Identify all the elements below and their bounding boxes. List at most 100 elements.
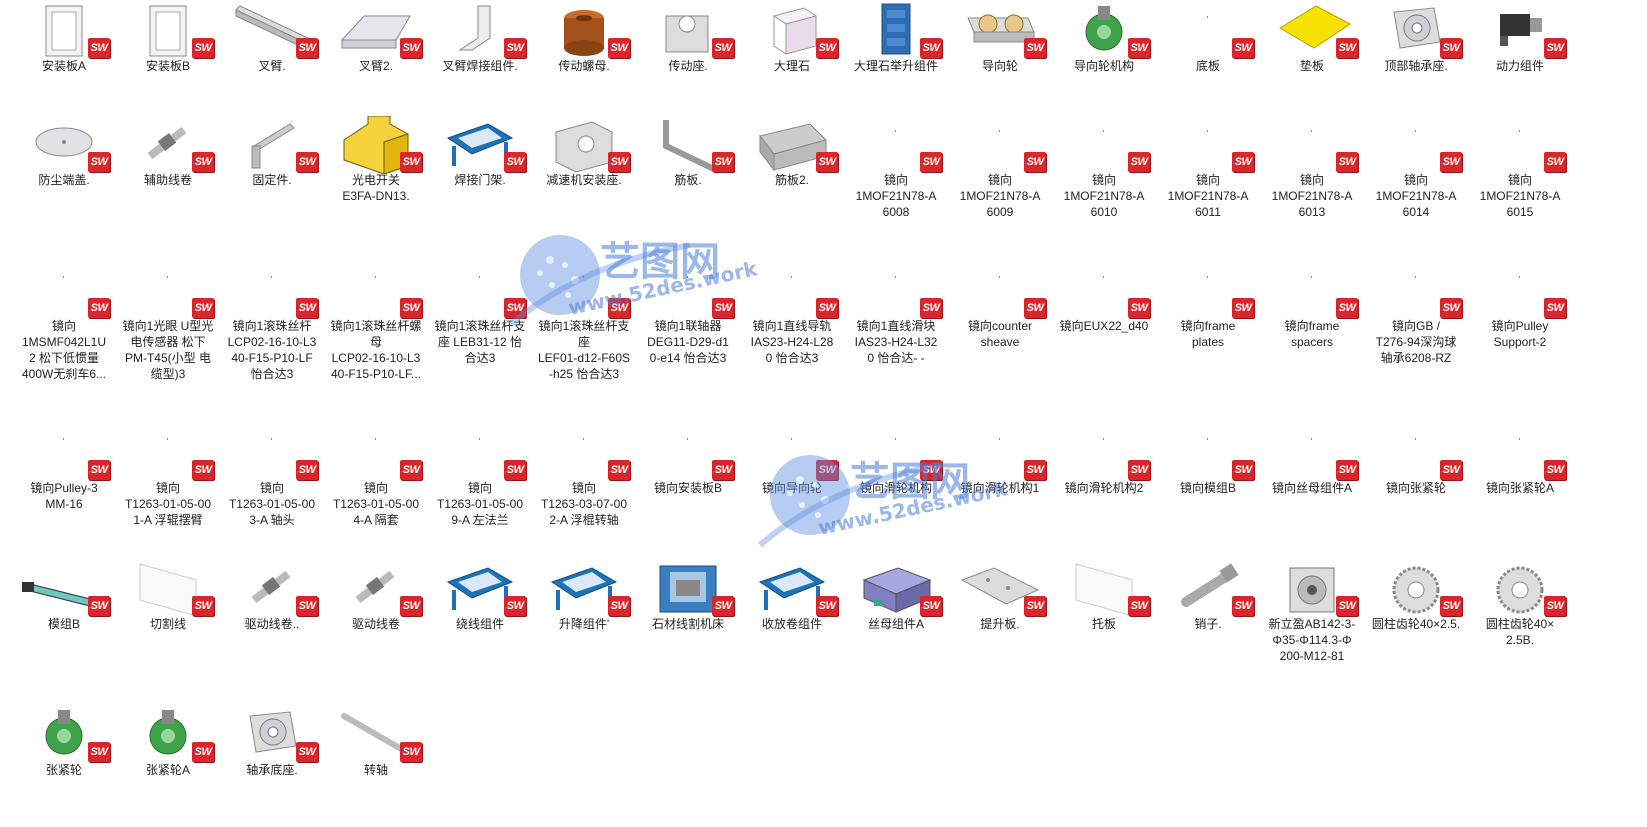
empty-thumb (646, 424, 730, 482)
solidworks-badge-icon: SW (1336, 38, 1358, 58)
file-label: 镜向滑轮机构2 (1064, 481, 1144, 495)
file-label: 镜向 1MOF21N78-A 6014 (1375, 173, 1457, 219)
file-label: 切割线 (149, 617, 186, 631)
file-label: 镜向counter sheave (967, 319, 1033, 349)
empty-thumb (1270, 262, 1354, 320)
empty-thumb (334, 262, 418, 320)
disc-thumb (22, 116, 106, 174)
file-label: 镜向frame plates (1180, 319, 1236, 349)
file-label: 固定件. (252, 173, 292, 187)
file-label: 镜向 1MOF21N78-A 6010 (1063, 173, 1145, 219)
solidworks-badge-icon: SW (400, 596, 422, 616)
file-label: 轴承底座. (246, 763, 298, 777)
solidworks-badge-icon: SW (712, 460, 734, 480)
empty-thumb (1270, 116, 1354, 174)
solidworks-badge-icon: SW (296, 742, 318, 762)
file-label: 镜向 T1263-03-07-00 2-A 浮棍转轴 (540, 481, 628, 527)
solidworks-badge-icon: SW (1024, 152, 1046, 172)
file-label: 叉臂2. (358, 59, 393, 73)
solidworks-badge-icon: SW (816, 152, 838, 172)
file-label: 圆柱齿轮40×2.5. (1371, 617, 1461, 631)
solidworks-badge-icon: SW (816, 460, 838, 480)
file-label: 升降组件' (558, 617, 610, 631)
file-label: 销子. (1194, 617, 1222, 631)
solidworks-badge-icon: SW (296, 298, 318, 318)
file-label: 模组B (47, 617, 80, 631)
file-label: 镜向张紧轮 (1385, 481, 1446, 495)
green-wheel-thumb (22, 706, 106, 764)
file-label: 安装板B (145, 59, 190, 73)
file-label: 镜向 1MOF21N78-A 6013 (1271, 173, 1353, 219)
solidworks-badge-icon: SW (712, 596, 734, 616)
solidworks-badge-icon: SW (400, 38, 422, 58)
box-thumb (750, 2, 834, 60)
spool-thumb (334, 560, 418, 618)
solidworks-badge-icon: SW (712, 298, 734, 318)
solidworks-badge-icon: SW (1440, 38, 1462, 58)
file-label: 筋板2. (774, 173, 809, 187)
empty-thumb (854, 116, 938, 174)
solidworks-badge-icon: SW (608, 298, 630, 318)
file-label: 辅助线卷 (143, 173, 192, 187)
solidworks-badge-icon: SW (1024, 460, 1046, 480)
solidworks-badge-icon: SW (192, 742, 214, 762)
spool-thumb (230, 560, 314, 618)
empty-thumb (750, 262, 834, 320)
solidworks-badge-icon: SW (816, 596, 838, 616)
file-label: 镜向 1MOF21N78-A 6009 (959, 173, 1041, 219)
solidworks-badge-icon: SW (1440, 152, 1462, 172)
empty-thumb (438, 262, 522, 320)
file-label: 大理石举升组件 (853, 59, 938, 73)
file-label: 传动座. (668, 59, 708, 73)
empty-thumb (230, 262, 314, 320)
empty-thumb (1062, 424, 1146, 482)
solidworks-badge-icon: SW (920, 152, 942, 172)
yellow-plate-thumb (1270, 2, 1354, 60)
file-label: 收放卷组件 (761, 617, 822, 631)
solidworks-badge-icon: SW (192, 152, 214, 172)
solidworks-badge-icon: SW (1024, 596, 1046, 616)
file-label: 转轴 (363, 763, 388, 777)
solidworks-badge-icon: SW (400, 298, 422, 318)
sheet-thumb (1062, 560, 1146, 618)
solidworks-badge-icon: SW (608, 38, 630, 58)
file-label: 镜向 T1263-01-05-00 3-A 轴头 (228, 481, 316, 527)
empty-thumb (854, 424, 938, 482)
solidworks-badge-icon: SW (1544, 152, 1566, 172)
file-label: 动力组件 (1495, 59, 1544, 73)
solidworks-badge-icon: SW (1336, 152, 1358, 172)
solidworks-badge-icon: SW (920, 596, 942, 616)
solidworks-badge-icon: SW (1128, 460, 1150, 480)
file-label: 防尘端盖. (38, 173, 90, 187)
solidworks-badge-icon: SW (1336, 596, 1358, 616)
rib-thumb (646, 116, 730, 174)
file-label: 导向轮机构 (1073, 59, 1134, 73)
empty-thumb (958, 262, 1042, 320)
solidworks-badge-icon: SW (504, 298, 526, 318)
guide-wheel-thumb (958, 2, 1042, 60)
empty-thumb (854, 262, 938, 320)
solidworks-badge-icon: SW (504, 460, 526, 480)
file-label: 镜向 T1263-01-05-00 1-A 浮辊摆臂 (124, 481, 212, 527)
solidworks-badge-icon: SW (1024, 38, 1046, 58)
solidworks-badge-icon: SW (400, 460, 422, 480)
frame-thumb (854, 2, 938, 60)
file-label: 镜向Pulley-3 MM-16 (30, 481, 98, 511)
empty-thumb (1166, 2, 1250, 60)
file-label: 镜向滑轮机构 (859, 481, 932, 495)
file-label: 底板 (1195, 59, 1220, 73)
file-label: 镜向1滚珠丝杆 LCP02-16-10-L3 40-F15-P10-LF 怡合达… (227, 319, 317, 381)
solidworks-badge-icon: SW (920, 460, 942, 480)
file-label: 圆柱齿轮40× 2.5B. (1485, 617, 1555, 647)
solidworks-badge-icon: SW (920, 38, 942, 58)
empty-thumb (126, 262, 210, 320)
solidworks-badge-icon: SW (1440, 298, 1462, 318)
file-label: 大理石 (773, 59, 810, 73)
file-label: 镜向1滚珠丝杆支 座 LEF01-d12-F60S -h25 怡合达3 (537, 319, 631, 381)
empty-thumb (542, 424, 626, 482)
solidworks-badge-icon: SW (296, 38, 318, 58)
solidworks-badge-icon: SW (88, 460, 110, 480)
empty-thumb (1374, 424, 1458, 482)
block-thumb (646, 2, 730, 60)
mounting-plate-thumb (22, 2, 106, 60)
